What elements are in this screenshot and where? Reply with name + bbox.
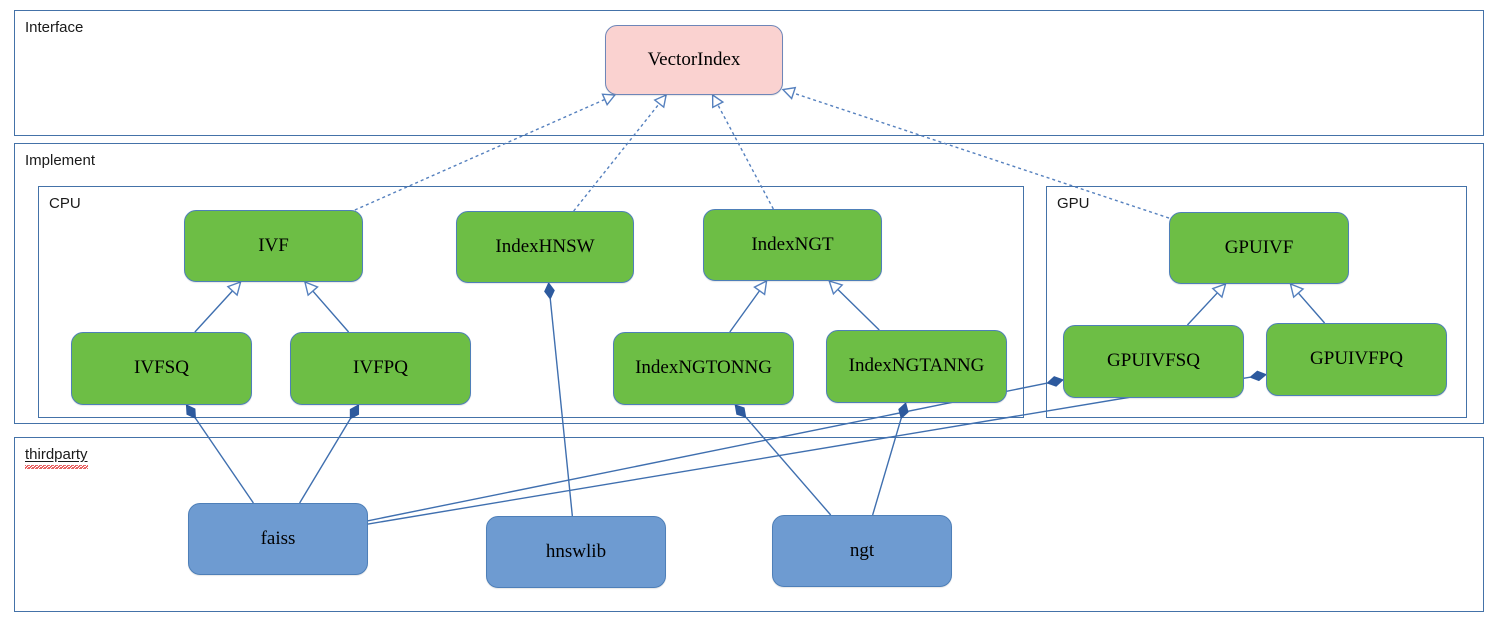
node-ngt[interactable]: ngt — [772, 515, 952, 587]
node-indexngtonng[interactable]: IndexNGTONNG — [613, 332, 794, 405]
node-gpuivf[interactable]: GPUIVF — [1169, 212, 1349, 284]
node-vectorindex[interactable]: VectorIndex — [605, 25, 783, 95]
node-ivf[interactable]: IVF — [184, 210, 363, 282]
package-label-thirdparty: thirdparty — [25, 446, 88, 463]
package-label-gpu: GPU — [1057, 195, 1090, 212]
node-hnswlib[interactable]: hnswlib — [486, 516, 666, 588]
package-label-implement: Implement — [25, 152, 96, 169]
package-label-cpu: CPU — [49, 195, 81, 212]
node-indexhnsw[interactable]: IndexHNSW — [456, 211, 634, 283]
package-gpu[interactable] — [1046, 186, 1467, 418]
node-faiss[interactable]: faiss — [188, 503, 368, 575]
node-gpuivfsq[interactable]: GPUIVFSQ — [1063, 325, 1244, 398]
package-label-interface: Interface — [25, 19, 84, 36]
node-ivfpq[interactable]: IVFPQ — [290, 332, 471, 405]
node-ivfsq[interactable]: IVFSQ — [71, 332, 252, 405]
node-indexngtanng[interactable]: IndexNGTANNG — [826, 330, 1007, 403]
node-gpuivfpq[interactable]: GPUIVFPQ — [1266, 323, 1447, 396]
node-indexngt[interactable]: IndexNGT — [703, 209, 882, 281]
